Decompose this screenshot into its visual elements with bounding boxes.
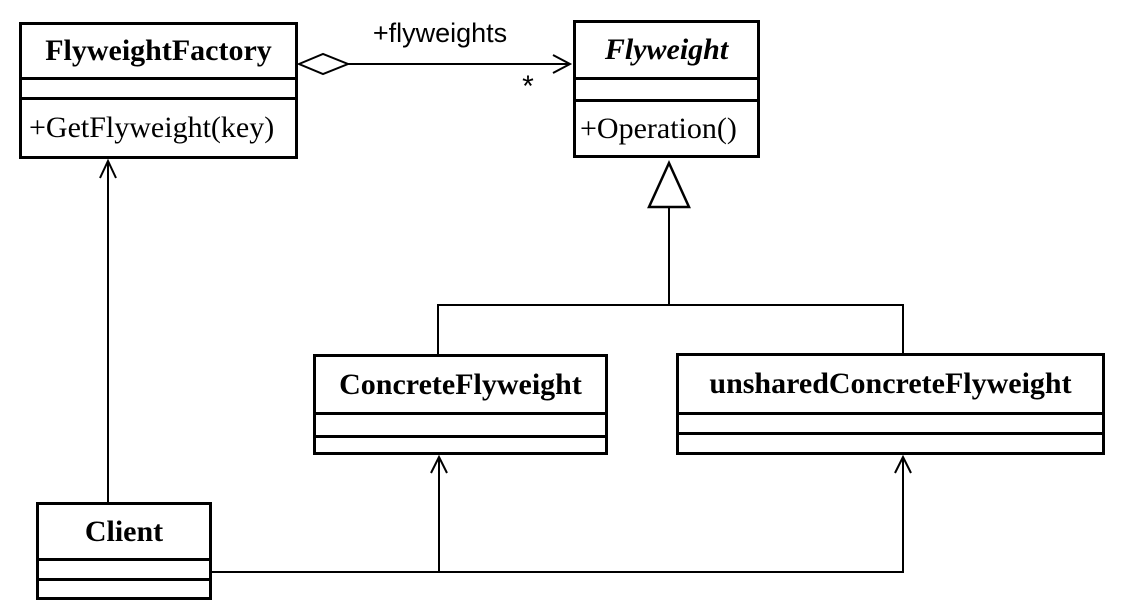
aggregation-diamond <box>296 52 351 76</box>
class-unshared-concrete-flyweight-methods <box>679 435 1102 452</box>
method-label: +GetFlyweight(key) <box>29 111 275 144</box>
class-unshared-concrete-flyweight-title: unsharedConcreteFlyweight <box>679 356 1102 415</box>
class-flyweight-methods: +Operation() <box>576 102 757 155</box>
class-client-attributes <box>39 561 209 581</box>
class-flyweight-title: Flyweight <box>576 23 757 80</box>
client-to-unshared-arrowhead <box>894 454 912 474</box>
client-to-concrete-arrowhead <box>430 454 448 474</box>
class-client: Client <box>36 502 212 600</box>
class-unshared-concrete-flyweight-attributes <box>679 415 1102 435</box>
client-to-factory-arrowhead <box>99 158 117 179</box>
association-label: +flyweights <box>372 18 508 48</box>
class-concrete-flyweight-methods <box>316 438 605 452</box>
class-unshared-concrete-flyweight: unsharedConcreteFlyweight <box>676 353 1105 455</box>
class-flyweight-factory-attributes <box>22 80 295 100</box>
generalization-triangle <box>647 159 691 209</box>
association-multiplicity: * <box>522 70 534 103</box>
class-concrete-flyweight: ConcreteFlyweight <box>313 354 608 455</box>
class-flyweight-factory-methods: +GetFlyweight(key) <box>22 100 295 156</box>
class-client-title: Client <box>39 505 209 561</box>
class-flyweight-factory: FlyweightFactory +GetFlyweight(key) <box>19 22 298 159</box>
class-client-methods <box>39 581 209 597</box>
association-arrowhead <box>552 54 573 74</box>
class-flyweight-attributes <box>576 80 757 102</box>
class-concrete-flyweight-attributes <box>316 415 605 438</box>
method-label: +Operation() <box>580 111 737 145</box>
class-concrete-flyweight-title: ConcreteFlyweight <box>316 357 605 415</box>
class-flyweight-factory-title: FlyweightFactory <box>22 25 295 80</box>
class-flyweight: Flyweight +Operation() <box>573 20 760 158</box>
